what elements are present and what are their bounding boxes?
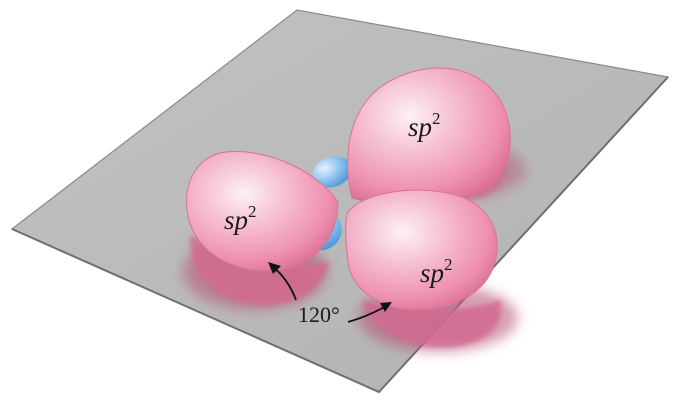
lobe-label-bottom-right: sp2 [420,255,453,288]
blue-lobe-upper [312,156,352,188]
plane-front-edge [11,76,669,394]
lobe-label-left: sp2 [224,202,257,235]
molecular-plane [10,9,670,393]
lobe-label-top-right: sp2 [408,109,441,142]
lobe-left [186,151,339,272]
arrowhead-right-icon [380,302,392,312]
angle-label: 120° [298,302,340,327]
lobe-bottom-right-under [362,300,502,348]
lobe-bottom-right [345,189,498,311]
arrowhead-left-icon [268,262,281,274]
